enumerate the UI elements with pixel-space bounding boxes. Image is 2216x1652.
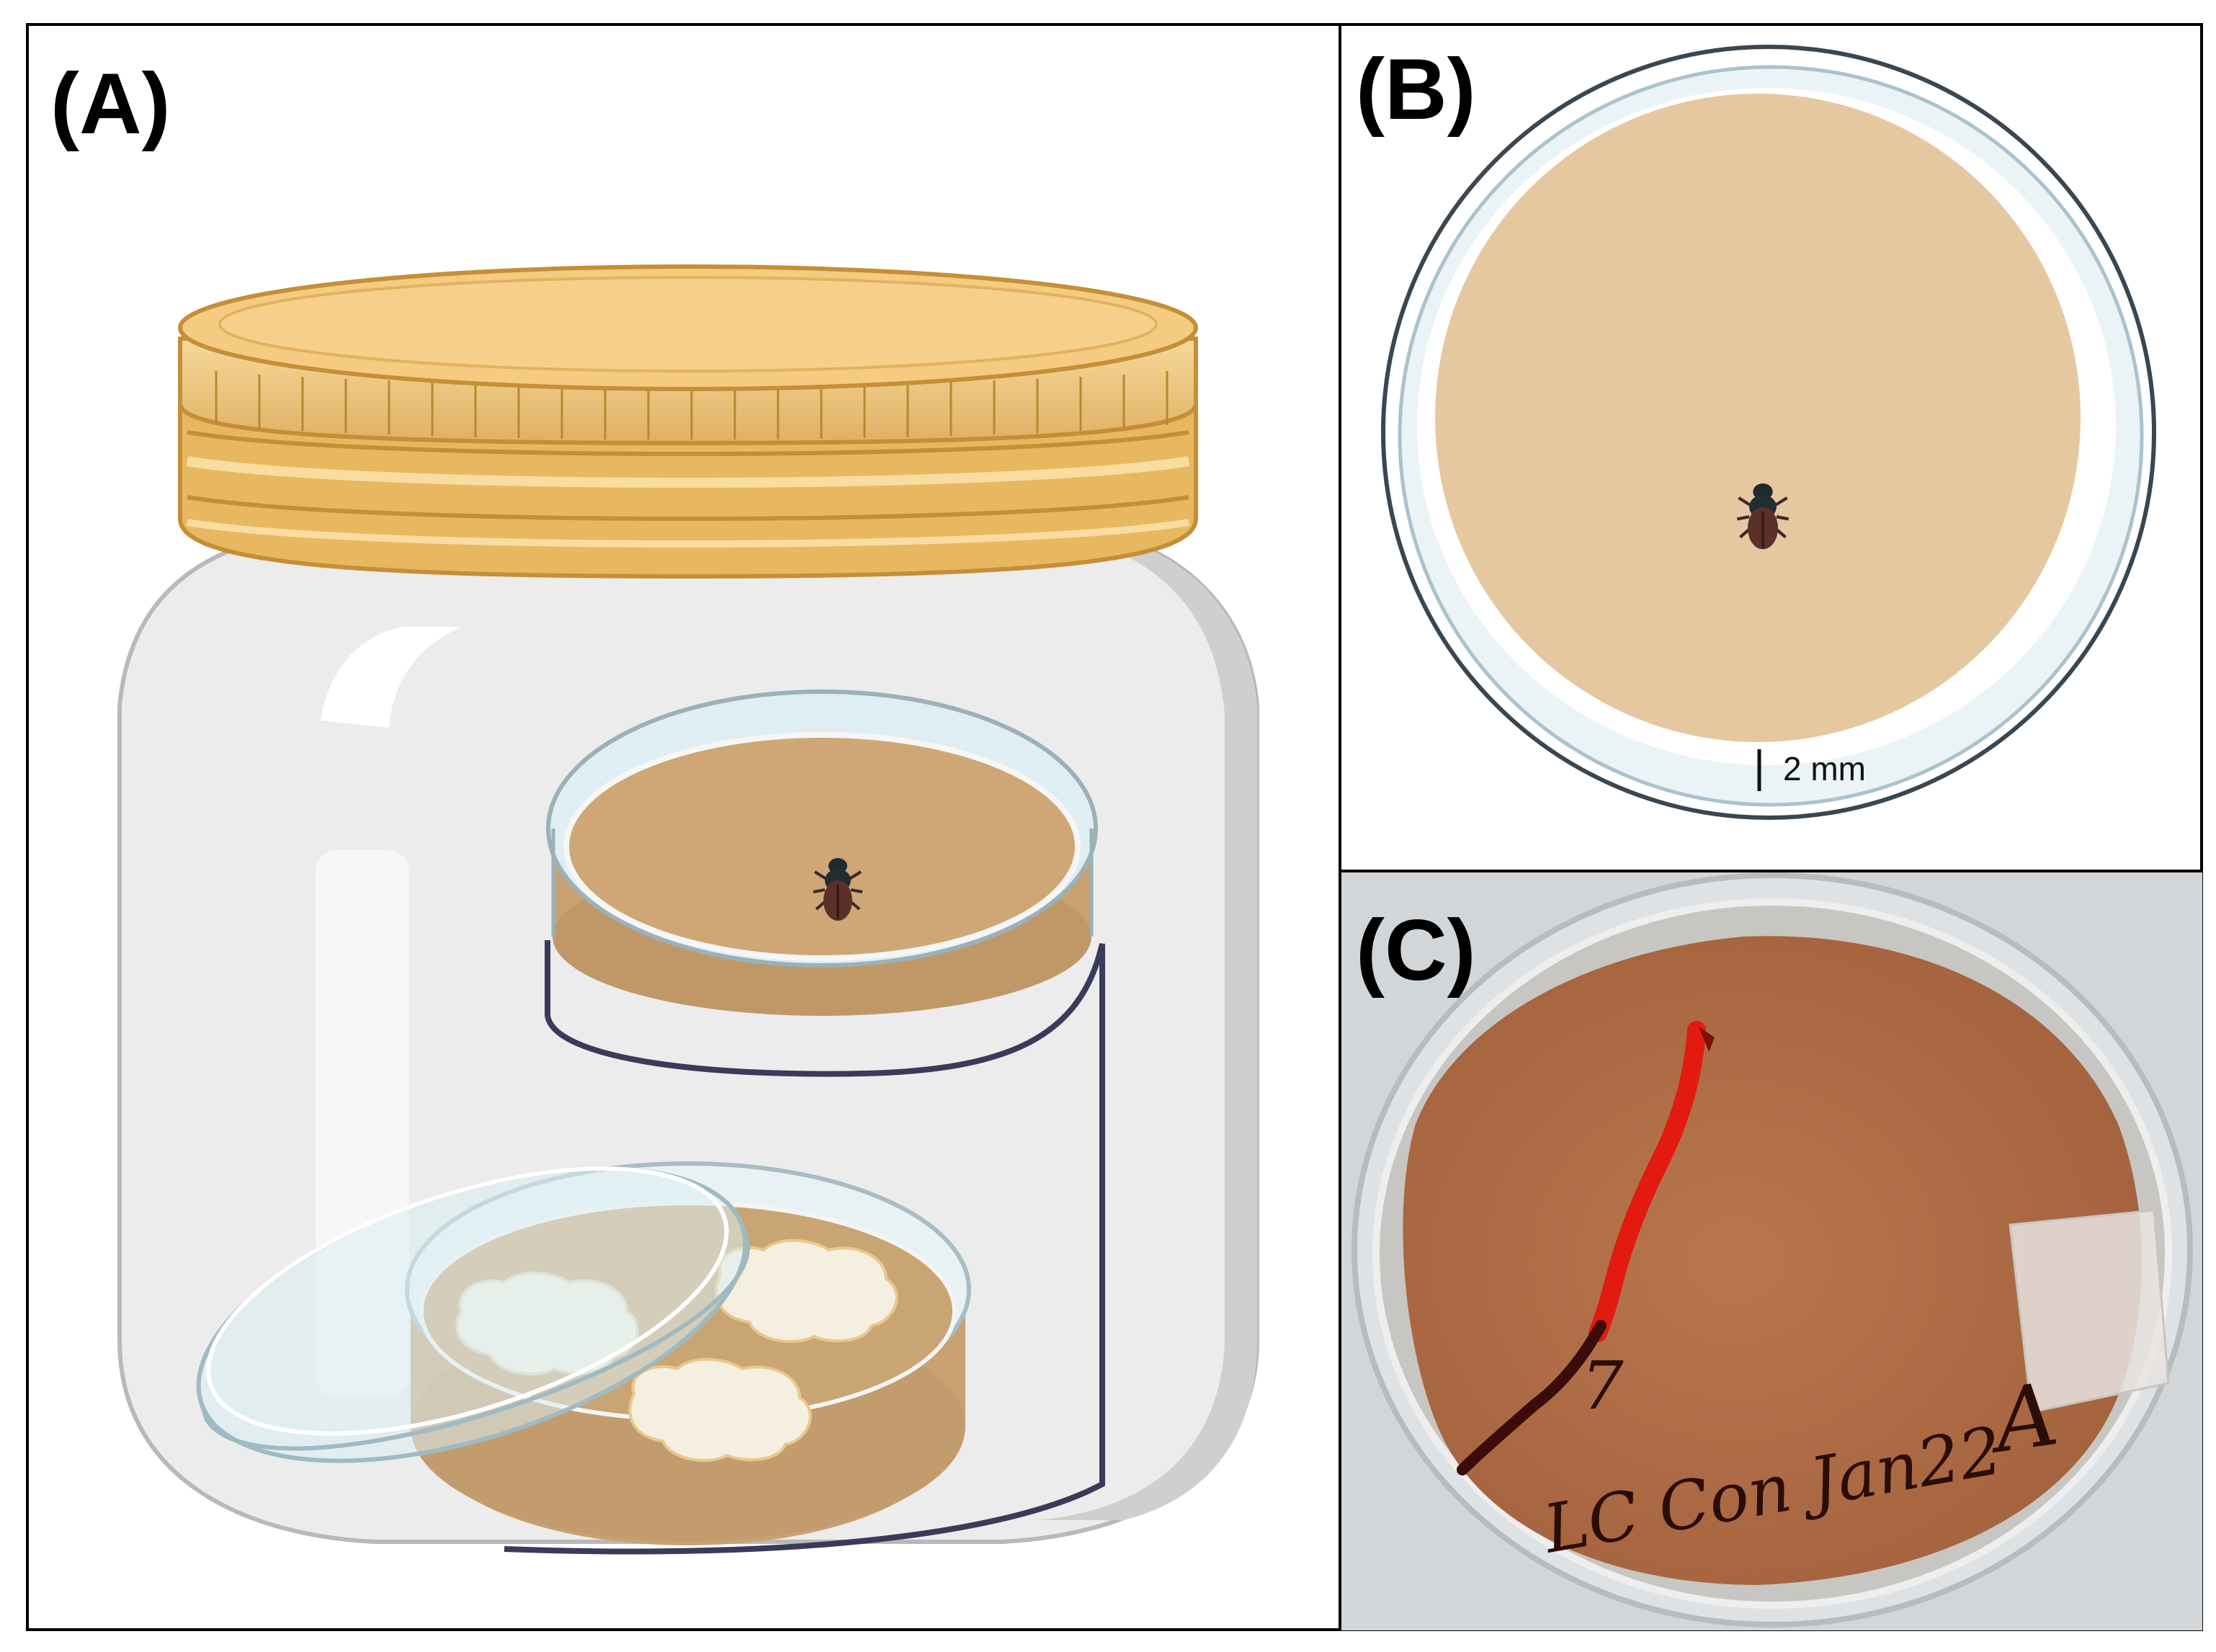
scale-bar-label: 2 mm — [1783, 750, 1866, 787]
jar-shadow — [1037, 548, 1257, 1520]
tape-piece — [2009, 1209, 2170, 1414]
red-gallery — [1589, 1021, 1706, 1342]
panel-b-label: (B) — [1356, 41, 1476, 138]
panel-b: 2 mm (B) — [1356, 41, 2156, 820]
jar-lid — [178, 264, 1198, 579]
panel-a: (A) — [50, 55, 1259, 1555]
agar-disc — [1435, 94, 2081, 742]
upper-petri-dish — [546, 689, 1098, 1016]
agar-photo — [1403, 936, 2142, 1585]
dark-gallery — [1457, 1320, 1607, 1475]
jar-highlight — [321, 627, 461, 728]
fungus-colony — [715, 1238, 898, 1343]
panel-c-label: (C) — [1356, 902, 1476, 999]
panel-c: 7 LC Con Jan22 A — [1341, 872, 2202, 1630]
dish-holder-wire — [504, 940, 1105, 1555]
handwritten-number: 7 — [1581, 1347, 1624, 1424]
beetle-icon — [1736, 483, 1790, 550]
fungus-colony — [628, 1357, 812, 1462]
beetle-icon — [813, 858, 863, 921]
petri-dish-lid — [196, 1166, 751, 1463]
panel-a-label: (A) — [50, 55, 171, 152]
